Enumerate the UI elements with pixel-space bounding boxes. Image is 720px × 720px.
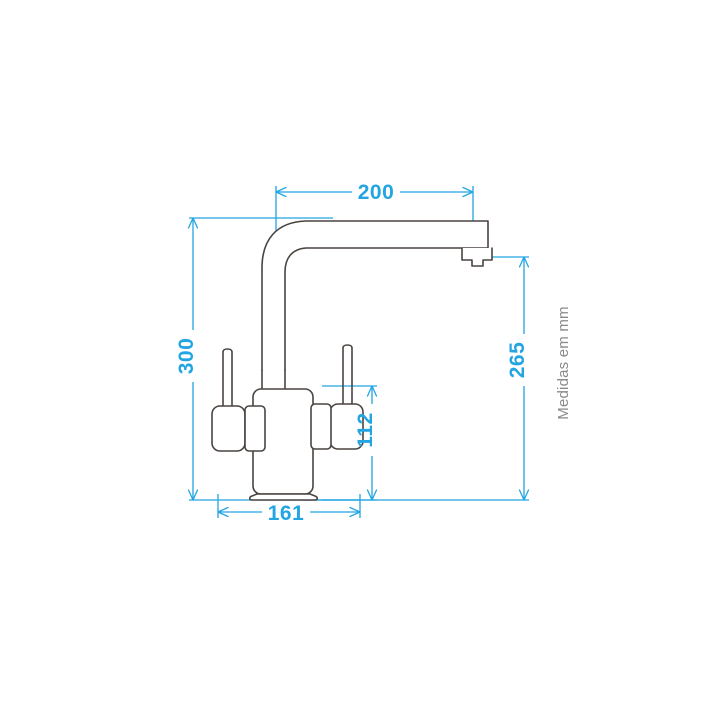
- spout-outer-profile: [261, 220, 489, 371]
- arrowhead-200-left: [275, 186, 287, 198]
- arrowhead-300-bottom: [187, 489, 199, 501]
- arrowhead-112-bottom: [366, 489, 378, 501]
- dimension-label-161: 161: [268, 502, 305, 525]
- base-escutcheon: [248, 493, 319, 501]
- right-handle-collar: [310, 403, 332, 450]
- dimension-arrowheads-group: [187, 186, 530, 518]
- arrowhead-200-right: [462, 186, 474, 198]
- arrowhead-300-top: [187, 217, 199, 229]
- aerator-outlet: [461, 247, 493, 267]
- left-handle-knob: [211, 405, 246, 452]
- faucet-outline-group: [211, 220, 493, 501]
- left-handle-collar: [244, 405, 266, 452]
- dimension-label-112: 112: [354, 412, 377, 447]
- dimension-label-200: 200: [358, 181, 395, 204]
- right-handle-lever: [342, 344, 353, 411]
- arrowhead-265-bottom: [518, 489, 530, 501]
- arrowhead-161-left: [217, 506, 229, 518]
- arrowhead-112-top: [366, 385, 378, 397]
- arrowhead-161-right: [349, 506, 361, 518]
- arrowhead-265-top: [518, 256, 530, 268]
- dimension-label-300: 300: [175, 338, 198, 375]
- dimension-label-265: 265: [506, 342, 529, 379]
- units-note: Medidas em mm: [555, 306, 572, 419]
- left-handle-lever: [222, 348, 233, 413]
- dimension-labels-group: 200 300 265 112 161: [175, 181, 529, 525]
